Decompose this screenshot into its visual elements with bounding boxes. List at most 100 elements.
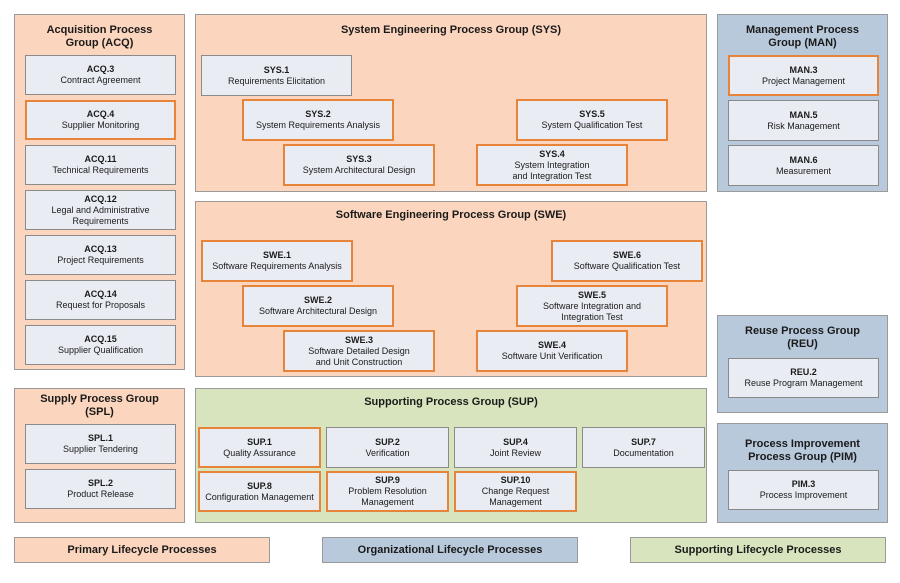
process-name: System Integration and Integration Test [512,159,592,181]
process-name: Project Management [761,75,846,86]
sup-group-title: Supporting Process Group (SUP) [364,396,538,408]
process-id: REU.2 [790,367,817,377]
process-name: Supplier Tendering [63,444,138,454]
process-id: SPL.2 [87,478,113,488]
process-name: Project Requirements [57,255,144,265]
process-name: Legal and Administrative Requirements [51,204,150,226]
swe-group-title: Software Engineering Process Group (SWE) [335,209,567,221]
process-id: SYS.1 [263,64,290,75]
process-name: Process Improvement [759,490,848,500]
process-name: Request for Proposals [55,300,146,310]
process-name: Configuration Management [205,491,314,502]
process-id: SYS.2 [305,109,331,119]
process-name: Quality Assurance [223,447,296,458]
process-name: Software Integration and Integration Tes… [542,300,642,322]
process-id: SUP.10 [500,475,531,485]
spl-group-title: Supply Process Group (SPL) [40,393,159,418]
process-id: SYS.3 [346,154,372,164]
pim-group: Process Improvement Process Group (PIM) … [717,423,888,523]
pim-group-title: Process Improvement Process Group (PIM) [745,438,860,463]
process-name: Contract Agreement [60,75,141,85]
process-name: Problem Resolution Management [348,486,427,507]
process-id: SPL.1 [87,433,113,443]
process-name: Verification [365,447,410,458]
process-id: PIM.3 [791,479,816,489]
legend-supporting: Supporting Lifecycle Processes [630,537,886,563]
process-id: MAN.6 [789,154,818,165]
process-name: Software Requirements Analysis [212,261,342,271]
process-name: Change Request Management [481,486,550,507]
process-id: MAN.5 [789,109,818,120]
process-id: SYS.5 [579,109,605,119]
process-id: SWE.5 [577,289,606,300]
process-id: MAN.3 [789,64,818,75]
process-id: SWE.6 [612,250,641,260]
legend-supporting-label: Supporting Lifecycle Processes [674,544,842,556]
process-id: SWE.4 [537,340,566,350]
process-name: System Requirements Analysis [255,120,381,130]
man-group-title: Management Process Group (MAN) [745,24,860,49]
process-name: Reuse Program Management [744,378,863,388]
sys-group-title: System Engineering Process Group (SYS) [340,24,562,36]
acq-group-title: Acquisition Process Group (ACQ) [46,24,153,49]
process-id: SWE.1 [262,250,291,260]
process-id: SUP.8 [247,480,272,491]
process-name: Risk Management [767,120,840,131]
process-name: Documentation [613,447,674,458]
process-name: Technical Requirements [52,165,149,175]
sys-group: System Engineering Process Group (SYS) S… [195,14,707,192]
process-id: ACQ.15 [84,334,117,344]
legend-organizational: Organizational Lifecycle Processes [322,537,578,563]
swe-group: Software Engineering Process Group (SWE)… [195,201,707,377]
process-name: Software Architectural Design [258,306,378,316]
process-id: ACQ.4 [86,109,115,119]
legend-organizational-label: Organizational Lifecycle Processes [357,544,543,556]
legend-primary-label: Primary Lifecycle Processes [67,544,217,556]
process-name: System Architectural Design [302,165,416,175]
process-id: ACQ.14 [84,289,117,299]
process-name: Product Release [67,489,134,499]
process-name: Requirements Elicitation [227,75,326,86]
process-id: SYS.4 [539,148,565,159]
process-id: ACQ.11 [84,154,117,164]
process-id: SUP.4 [503,436,528,447]
process-name: System Qualification Test [541,120,643,130]
process-id: SUP.2 [375,436,400,447]
process-id: SWE.2 [303,295,332,305]
process-id: SWE.3 [344,334,373,345]
